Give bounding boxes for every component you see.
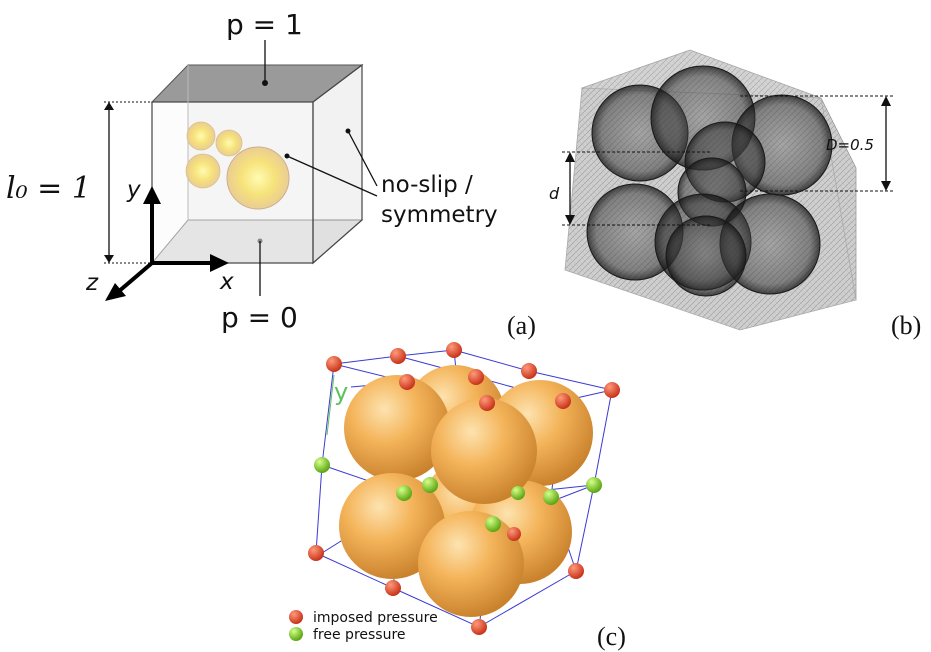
sphere-small-1 — [186, 121, 216, 151]
axis-z-arrow — [105, 283, 126, 301]
caption-c: (c) — [597, 622, 626, 651]
panel-c: y — [289, 342, 626, 651]
label-axis-y-c: y — [334, 378, 348, 406]
label-p-top: p = 1 — [226, 8, 303, 41]
sphere-small-3 — [185, 153, 221, 189]
label-D: D=0.5 — [826, 136, 874, 154]
axis-y-arrow — [143, 186, 161, 204]
leader-line-sphere — [286, 155, 378, 197]
label-length: l₀ = 1 — [6, 171, 91, 206]
axis-z-line — [116, 261, 154, 294]
legend-label-free: free pressure — [313, 627, 406, 643]
sphere-small-2 — [215, 129, 243, 157]
caption-b: (b) — [891, 311, 921, 340]
label-d: d — [549, 184, 560, 203]
imposed-pressure-nodes — [308, 342, 620, 635]
cube-right-face — [312, 63, 363, 265]
mesh-spheres — [586, 65, 833, 297]
label-wall-2: symmetry — [381, 202, 498, 228]
free-pressure-nodes — [314, 457, 602, 532]
axis-x-arrow — [210, 254, 229, 272]
label-axis-z: z — [85, 270, 99, 296]
panel-a: p = 1 p = 0 l₀ = 1 no-slip / symmetry y … — [6, 8, 536, 340]
orange-spheres — [339, 365, 593, 617]
legend-label-imposed: imposed pressure — [313, 610, 438, 626]
label-wall-1: no-slip / — [381, 172, 473, 198]
panel-b: D=0.5 d (b) — [549, 49, 921, 340]
leader-line-right — [347, 130, 378, 187]
caption-a: (a) — [507, 311, 536, 340]
label-axis-x: x — [219, 269, 234, 295]
label-axis-y: y — [126, 177, 141, 203]
legend: imposed pressure free pressure — [289, 610, 438, 643]
legend-marker-imposed — [289, 610, 303, 624]
sphere-large — [226, 146, 290, 210]
label-p-bottom: p = 0 — [221, 301, 298, 334]
legend-marker-free — [289, 627, 303, 641]
